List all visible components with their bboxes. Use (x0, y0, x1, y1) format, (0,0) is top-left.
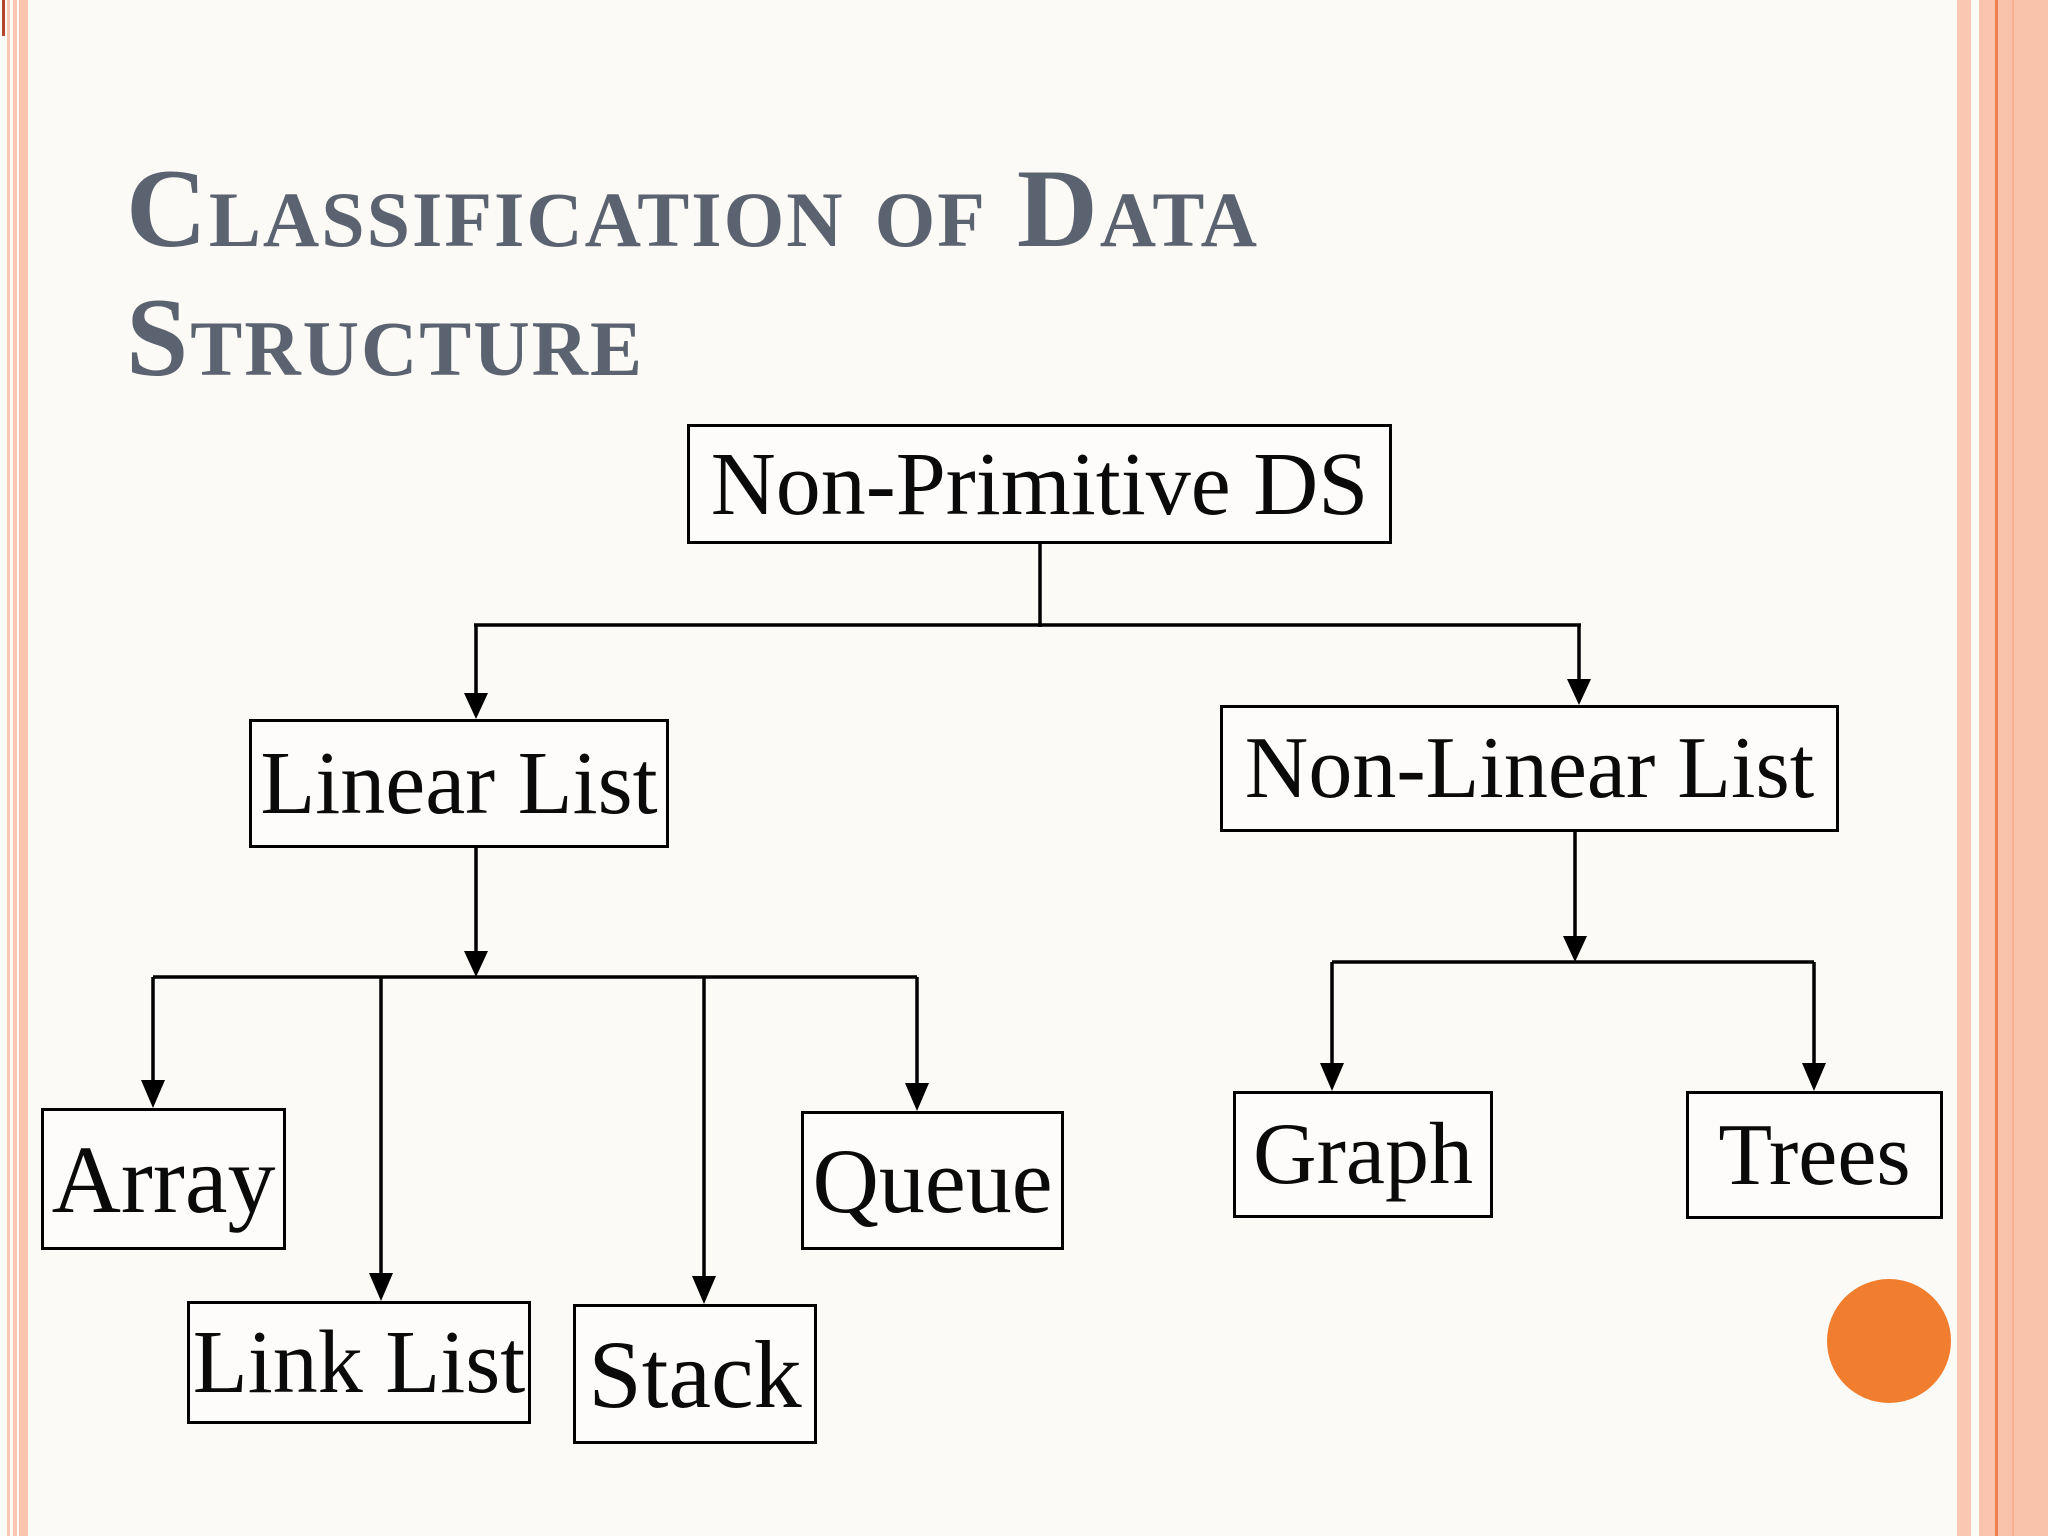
node-link-list-label: Link List (192, 1313, 526, 1412)
node-stack-label: Stack (588, 1320, 802, 1428)
arrowhead-trees (1802, 1063, 1826, 1091)
node-trees: Trees (1686, 1091, 1943, 1219)
arrowhead-stack (692, 1276, 716, 1304)
arrowhead-linear-bar (464, 951, 488, 977)
right-border-band (1998, 0, 2048, 1536)
arrowhead-linear (464, 693, 488, 719)
left-edge-accent-tick (2, 0, 5, 36)
arrowhead-nonlinear-bar (1563, 936, 1587, 962)
arrowhead-linklist (369, 1273, 393, 1301)
node-trees-label: Trees (1718, 1106, 1911, 1204)
node-non-linear-list-label: Non-Linear List (1244, 720, 1815, 817)
right-border-accent-line (1995, 0, 1998, 1536)
node-graph: Graph (1233, 1091, 1493, 1218)
orange-dot-decoration (1827, 1279, 1951, 1403)
left-border-stripe-1 (7, 0, 10, 1536)
node-array-label: Array (51, 1125, 276, 1233)
node-linear-list-label: Linear List (260, 734, 658, 833)
arrowhead-array (141, 1080, 165, 1108)
node-queue-label: Queue (812, 1129, 1053, 1232)
right-border-stripe-1 (1957, 0, 1971, 1536)
arrowhead-graph (1320, 1063, 1344, 1091)
node-stack: Stack (573, 1304, 817, 1444)
page-title: Classification of Data Structure (126, 145, 1259, 403)
right-border-inner-line (2012, 0, 2014, 1536)
node-linear-list: Linear List (249, 719, 669, 848)
node-non-primitive-ds: Non-Primitive DS (687, 424, 1392, 544)
node-array: Array (41, 1108, 286, 1250)
right-border-stripe-2 (1979, 0, 1995, 1536)
node-graph-label: Graph (1253, 1106, 1473, 1203)
page-title-line2: Structure (126, 275, 645, 400)
left-border-stripe-2 (13, 0, 17, 1536)
page-title-line1: Classification of Data (126, 147, 1259, 272)
left-border-stripe-3 (19, 0, 28, 1536)
arrowhead-nonlinear (1567, 679, 1591, 705)
node-queue: Queue (801, 1111, 1064, 1250)
arrowhead-queue (905, 1083, 929, 1111)
node-non-primitive-ds-label: Non-Primitive DS (710, 434, 1369, 534)
node-non-linear-list: Non-Linear List (1220, 705, 1839, 832)
node-link-list: Link List (187, 1301, 531, 1424)
